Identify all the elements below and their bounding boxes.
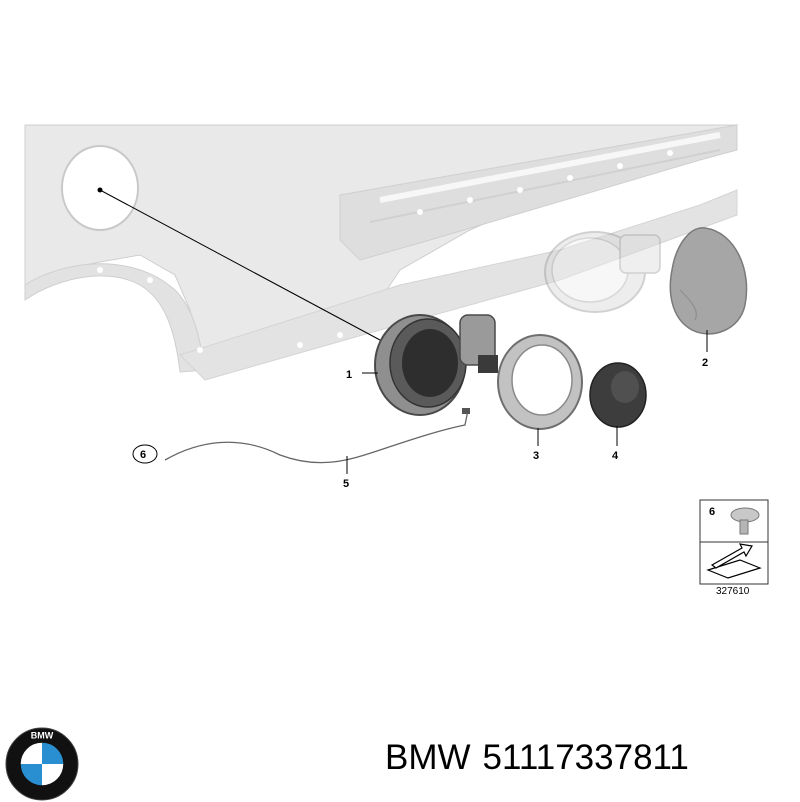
callout-1: 1 — [346, 369, 352, 381]
filler-cap — [589, 362, 647, 446]
release-cable — [164, 408, 470, 474]
callout-3: 3 — [533, 450, 539, 462]
svg-text:BMW: BMW — [31, 731, 54, 741]
part-caption: BMW 51117337811 — [385, 738, 689, 778]
callout-2: 2 — [702, 357, 708, 369]
inset-callout: 6 — [709, 506, 715, 518]
side-panel-body — [24, 124, 739, 381]
callout-6-circled: 6 — [132, 444, 158, 464]
reference-number: 327610 — [716, 586, 750, 597]
leader-dot — [97, 187, 103, 193]
ghost-filler-housing — [544, 231, 661, 313]
bmw-logo: BMW — [5, 727, 79, 801]
trim-ring — [497, 334, 583, 446]
part-number: 51117337811 — [482, 738, 689, 777]
svg-text:6: 6 — [140, 449, 146, 461]
callout-4: 4 — [612, 450, 619, 462]
inset-box: 6 327610 — [699, 499, 769, 597]
fuel-filler-flap — [669, 227, 748, 352]
callout-5: 5 — [343, 478, 349, 490]
fuel-filler-housing — [362, 314, 498, 416]
brand-name: BMW — [385, 738, 471, 777]
leader-line-opening — [99, 189, 381, 341]
